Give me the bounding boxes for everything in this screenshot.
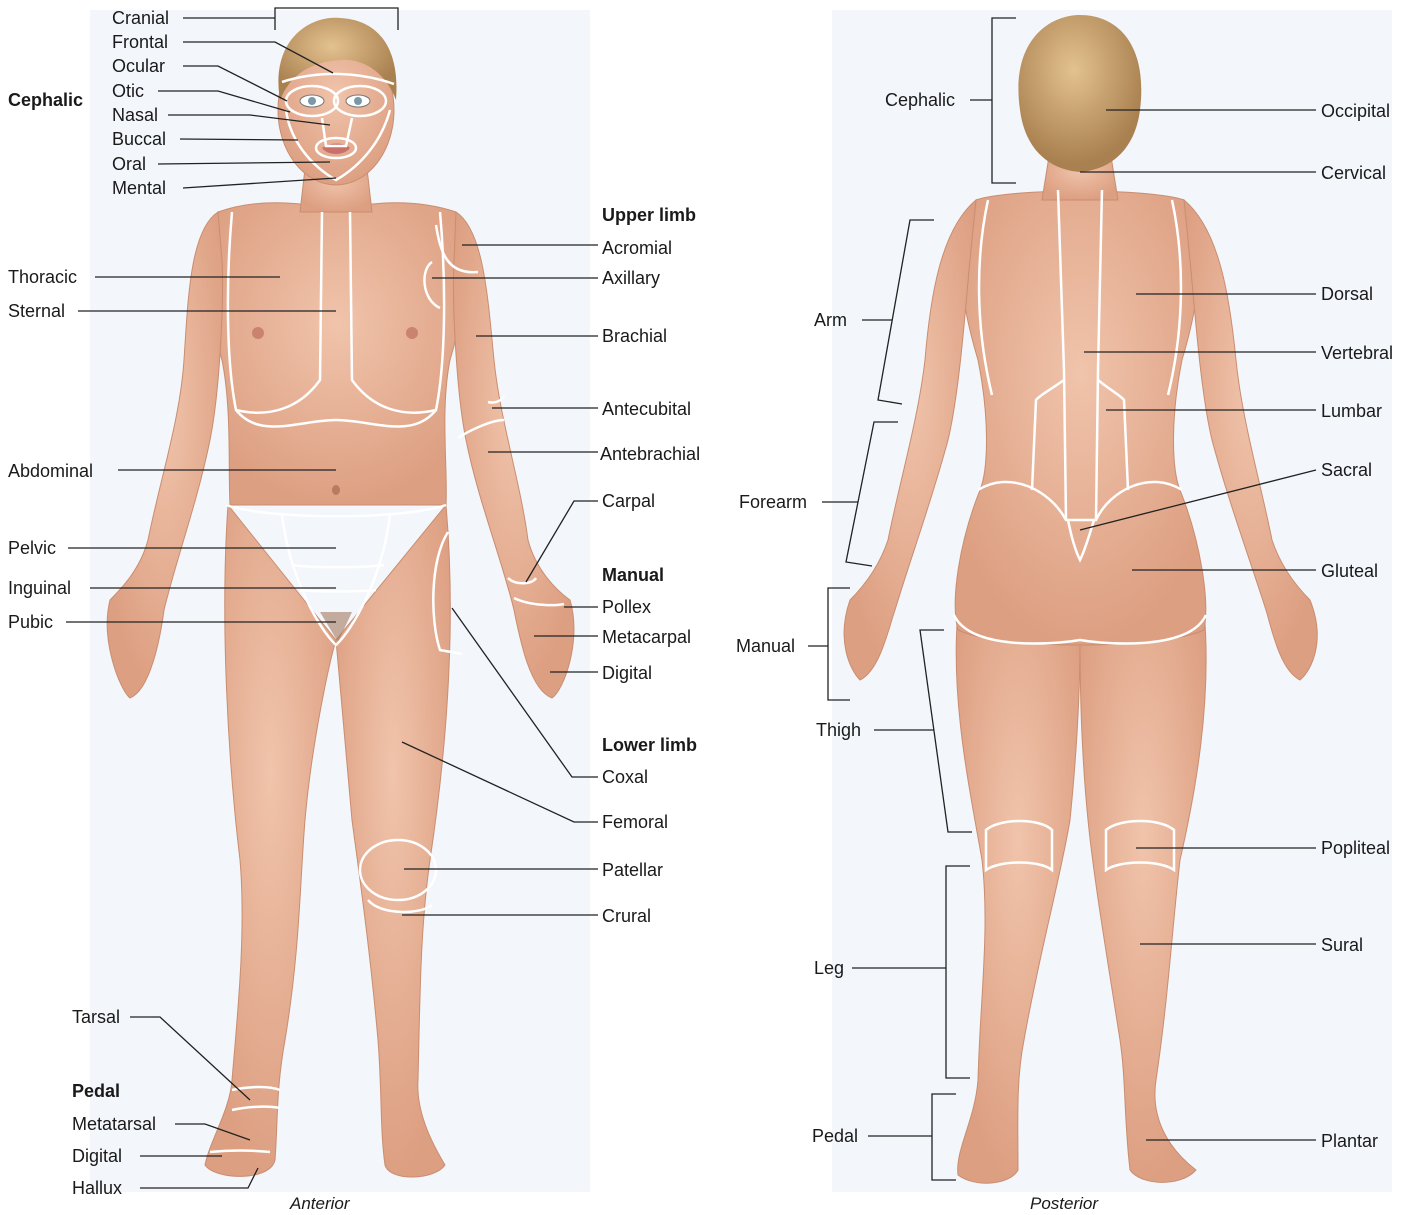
label-mental: Mental <box>112 178 166 198</box>
label-sural: Sural <box>1321 935 1363 955</box>
posterior-hair <box>1018 15 1141 172</box>
anterior-navel <box>332 485 340 495</box>
label-vertebral: Vertebral <box>1321 343 1393 363</box>
anterior-nipple-right <box>406 327 418 339</box>
label-pelvic: Pelvic <box>8 538 56 558</box>
label-manual-anterior: Manual <box>602 565 664 585</box>
label-abdominal: Abdominal <box>8 461 93 481</box>
label-pubic: Pubic <box>8 612 53 632</box>
label-plantar: Plantar <box>1321 1131 1378 1151</box>
label-acromial: Acromial <box>602 238 672 258</box>
label-otic: Otic <box>112 81 144 101</box>
label-frontal: Frontal <box>112 32 168 52</box>
label-cervical: Cervical <box>1321 163 1386 183</box>
label-axillary: Axillary <box>602 268 660 288</box>
label-coxal: Coxal <box>602 767 648 787</box>
label-antebrachial: Antebrachial <box>600 444 700 464</box>
label-nasal: Nasal <box>112 105 158 125</box>
anterior-nipple-left <box>252 327 264 339</box>
label-buccal: Buccal <box>112 129 166 149</box>
label-thigh: Thigh <box>816 720 861 740</box>
caption-anterior: Anterior <box>290 1194 350 1214</box>
label-manual-posterior: Manual <box>736 636 795 656</box>
label-digital-hand: Digital <box>602 663 652 683</box>
label-lower-limb: Lower limb <box>602 735 697 755</box>
label-crural: Crural <box>602 906 651 926</box>
label-cephalic-posterior: Cephalic <box>885 90 955 110</box>
label-tarsal: Tarsal <box>72 1007 120 1027</box>
label-pollex: Pollex <box>602 597 651 617</box>
label-inguinal: Inguinal <box>8 578 71 598</box>
label-patellar: Patellar <box>602 860 663 880</box>
label-cephalic-anterior: Cephalic <box>8 90 83 110</box>
label-occipital: Occipital <box>1321 101 1390 121</box>
label-leg: Leg <box>814 958 844 978</box>
anterior-torso <box>207 203 467 505</box>
caption-posterior: Posterior <box>1030 1194 1098 1214</box>
label-dorsal: Dorsal <box>1321 284 1373 304</box>
posterior-torso <box>955 191 1205 645</box>
label-digital-foot: Digital <box>72 1146 122 1166</box>
label-forearm: Forearm <box>739 492 807 512</box>
label-arm: Arm <box>814 310 847 330</box>
label-metacarpal: Metacarpal <box>602 627 691 647</box>
label-ocular: Ocular <box>112 56 165 76</box>
label-carpal: Carpal <box>602 491 655 511</box>
label-oral: Oral <box>112 154 146 174</box>
label-metatarsal: Metatarsal <box>72 1114 156 1134</box>
label-hallux: Hallux <box>72 1178 122 1198</box>
label-brachial: Brachial <box>602 326 667 346</box>
label-upper-limb: Upper limb <box>602 205 696 225</box>
label-pedal-anterior: Pedal <box>72 1081 120 1101</box>
label-popliteal: Popliteal <box>1321 838 1390 858</box>
label-thoracic: Thoracic <box>8 267 77 287</box>
label-gluteal: Gluteal <box>1321 561 1378 581</box>
label-pedal-posterior: Pedal <box>812 1126 858 1146</box>
label-sacral: Sacral <box>1321 460 1372 480</box>
label-cranial: Cranial <box>112 8 169 28</box>
label-antecubital: Antecubital <box>602 399 691 419</box>
label-sternal: Sternal <box>8 301 65 321</box>
label-femoral: Femoral <box>602 812 668 832</box>
label-lumbar: Lumbar <box>1321 401 1382 421</box>
